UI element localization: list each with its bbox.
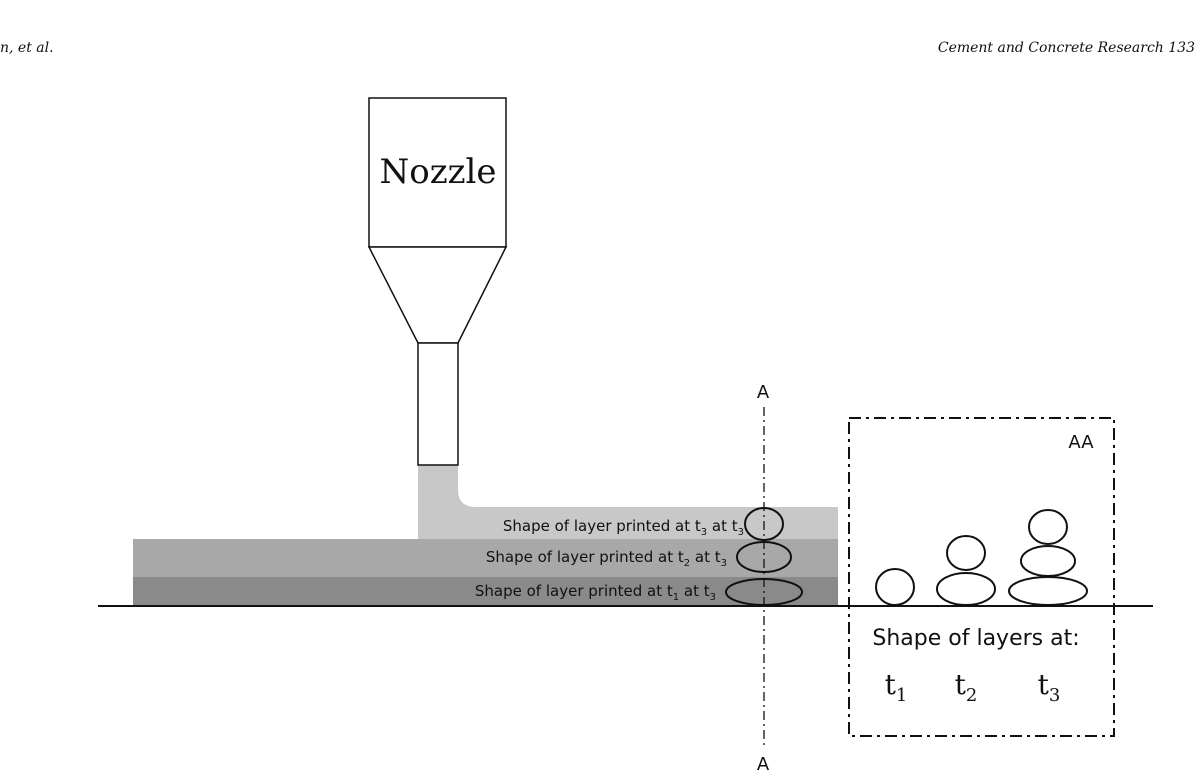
layer-middle-band — [133, 539, 838, 577]
inset-t3-layer2-shape — [1020, 545, 1076, 577]
inset-t3-layer1-shape — [1008, 576, 1088, 606]
inset-caption: Shape of layers at: — [872, 626, 1079, 651]
inset-label: AA — [1068, 432, 1094, 453]
header-authors: n, et al. — [0, 40, 54, 56]
nozzle-body — [368, 97, 507, 248]
inset-box — [848, 417, 1115, 737]
inset-t3-layer3-shape — [1028, 509, 1068, 545]
layer-label-bottom: Shape of layer printed at t1 at t3 — [475, 582, 716, 603]
nozzle-label: Nozzle — [379, 152, 496, 192]
section-label-top: A — [757, 382, 770, 403]
section-label-bottom: A — [757, 754, 770, 775]
time-label-t3: t3 — [1038, 668, 1061, 706]
inset-t2-layer1-shape — [936, 572, 996, 606]
inset-t1-layer1-shape — [875, 568, 915, 606]
inset-t2-layer2-shape — [946, 535, 986, 571]
nozzle-cone — [367, 246, 508, 344]
time-label-t1: t1 — [885, 668, 908, 706]
layer-top-band — [418, 507, 838, 539]
layer-bottom-band — [133, 577, 838, 606]
header-journal: Cement and Concrete Research 133 — [937, 40, 1195, 56]
time-label-t2: t2 — [955, 668, 978, 706]
layer-label-middle: Shape of layer printed at t2 at t3 — [486, 548, 727, 569]
layer-label-top: Shape of layer printed at t3 at t3 — [503, 517, 744, 538]
nozzle-tip — [417, 342, 459, 466]
